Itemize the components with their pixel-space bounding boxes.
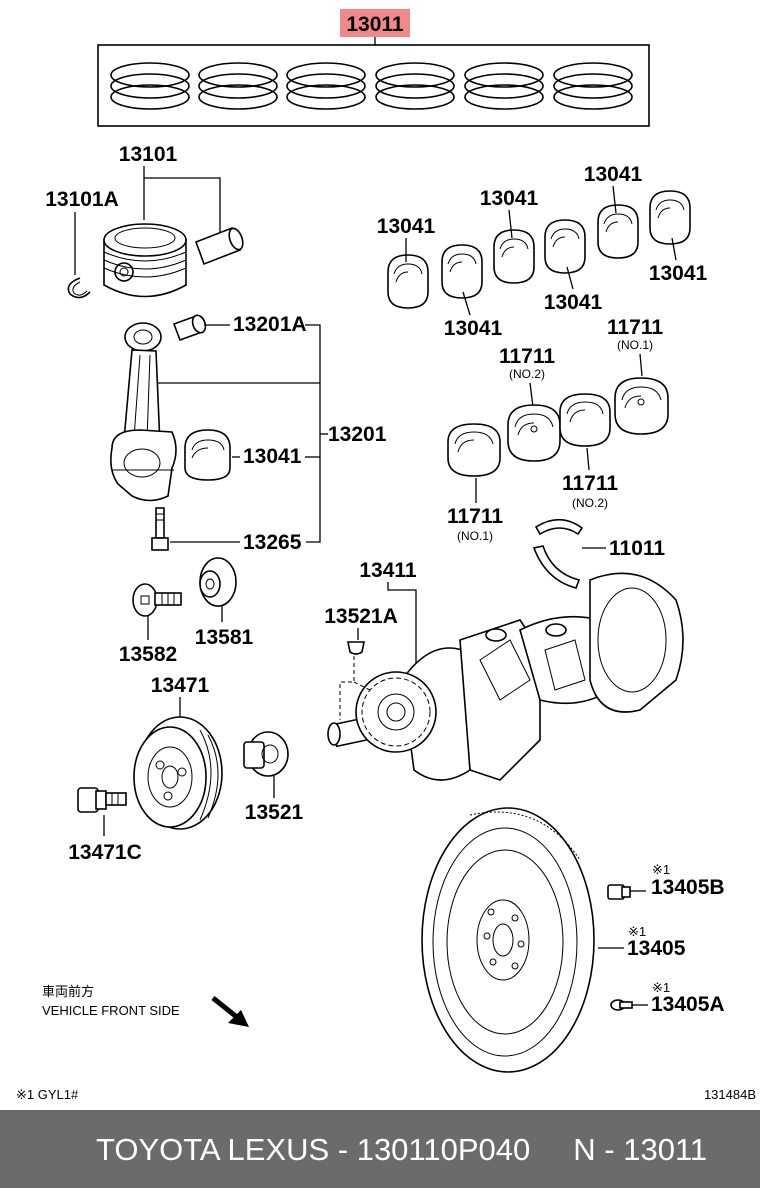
conrod-bearing[interactable] xyxy=(184,429,231,481)
label-11011[interactable]: 11011 xyxy=(609,537,665,560)
conrod-bolt[interactable] xyxy=(151,507,169,551)
footer-title: TOYOTA LEXUS - 130110P040 N - 13011 xyxy=(96,1132,708,1167)
bearing-13041-2[interactable] xyxy=(441,244,483,299)
snap-ring[interactable] xyxy=(67,277,91,299)
label-13201[interactable]: 13201 xyxy=(328,423,387,446)
label-13041-f[interactable]: 13041 xyxy=(444,317,503,340)
front-direction-arrow-icon xyxy=(211,996,249,1027)
mark-2: ※1 xyxy=(628,924,646,939)
vehicle-front-jp: 車両前方 xyxy=(42,984,94,999)
bearing-13041-3[interactable] xyxy=(493,229,535,284)
ring-set-box xyxy=(97,44,650,127)
sublabel-no1-a: (NO.1) xyxy=(617,338,653,352)
timing-gear[interactable] xyxy=(355,671,437,753)
thrust-washer[interactable] xyxy=(532,518,584,589)
label-13041-a[interactable]: 13041 xyxy=(377,215,436,238)
label-13101[interactable]: 13101 xyxy=(119,143,178,166)
bearing-13041-5[interactable] xyxy=(597,204,639,259)
label-13265[interactable]: 13265 xyxy=(243,531,302,554)
label-13521[interactable]: 13521 xyxy=(245,801,304,824)
mark-1: ※1 xyxy=(652,862,670,877)
crank-key[interactable] xyxy=(347,641,365,655)
bolt-13582[interactable] xyxy=(132,583,182,617)
bearing-13041-1[interactable] xyxy=(387,254,429,309)
crankshaft-pulley[interactable] xyxy=(133,716,223,830)
label-13582[interactable]: 13582 xyxy=(119,643,177,666)
label-13411[interactable]: 13411 xyxy=(359,559,417,582)
label-11711-d[interactable]: 11711 xyxy=(447,505,503,528)
part-number-highlight xyxy=(340,9,410,37)
vehicle-front-en: VEHICLE FRONT SIDE xyxy=(42,1003,180,1018)
drawing-code: 131484B xyxy=(704,1087,756,1102)
main-bearing-no1-lower[interactable] xyxy=(447,423,501,477)
main-bearing-no2-lower[interactable] xyxy=(559,393,611,447)
label-13405b[interactable]: 13405B xyxy=(651,876,725,899)
piston-pin[interactable] xyxy=(194,226,245,266)
label-13405a[interactable]: 13405A xyxy=(651,993,725,1016)
label-13011[interactable]: 13011 xyxy=(346,13,404,36)
label-13581[interactable]: 13581 xyxy=(195,626,254,649)
label-11711-c[interactable]: 11711 xyxy=(562,472,618,495)
label-13405[interactable]: 13405 xyxy=(627,937,686,960)
flywheel[interactable] xyxy=(421,807,595,1073)
label-13201a[interactable]: 13201A xyxy=(233,313,307,336)
flywheel-pin[interactable] xyxy=(610,999,633,1011)
label-13471[interactable]: 13471 xyxy=(151,674,210,697)
pulley-bolt[interactable] xyxy=(77,787,127,813)
footer-bar: TOYOTA LEXUS - 130110P040 N - 13011 xyxy=(0,1110,760,1188)
label-13041-c[interactable]: 13041 xyxy=(584,163,643,186)
label-13521a[interactable]: 13521A xyxy=(324,605,398,628)
piston-pin-bushing[interactable] xyxy=(172,313,208,342)
sublabel-no2-b: (NO.2) xyxy=(572,496,608,510)
label-13041-b[interactable]: 13041 xyxy=(480,187,539,210)
label-13471c[interactable]: 13471C xyxy=(68,841,142,864)
main-bearing-no2-upper[interactable] xyxy=(507,404,561,462)
crank-sprocket[interactable] xyxy=(243,731,289,777)
sublabel-no1-b: (NO.1) xyxy=(457,529,493,543)
parts-diagram: 13011 13101 13101A xyxy=(16,9,756,1102)
main-bearing-no1-upper[interactable] xyxy=(614,377,669,435)
washer-13581[interactable] xyxy=(199,557,237,607)
piston[interactable] xyxy=(103,223,187,298)
connecting-rod[interactable] xyxy=(110,322,177,502)
footnote: ※1 GYL1# xyxy=(16,1087,79,1102)
piston-ring-set[interactable] xyxy=(110,62,633,110)
label-13101a[interactable]: 13101A xyxy=(45,188,119,211)
label-11711-a[interactable]: 11711 xyxy=(607,316,663,339)
sublabel-no2-a: (NO.2) xyxy=(509,367,545,381)
bearing-13041-6[interactable] xyxy=(649,190,691,245)
bearing-13041-4[interactable] xyxy=(544,219,586,274)
mark-3: ※1 xyxy=(652,980,670,995)
label-11711-b[interactable]: 11711 xyxy=(499,345,555,368)
label-13041-d[interactable]: 13041 xyxy=(649,262,708,285)
flywheel-bolt[interactable] xyxy=(607,884,631,900)
label-13041-conrod[interactable]: 13041 xyxy=(243,445,302,468)
label-13041-e[interactable]: 13041 xyxy=(544,291,603,314)
